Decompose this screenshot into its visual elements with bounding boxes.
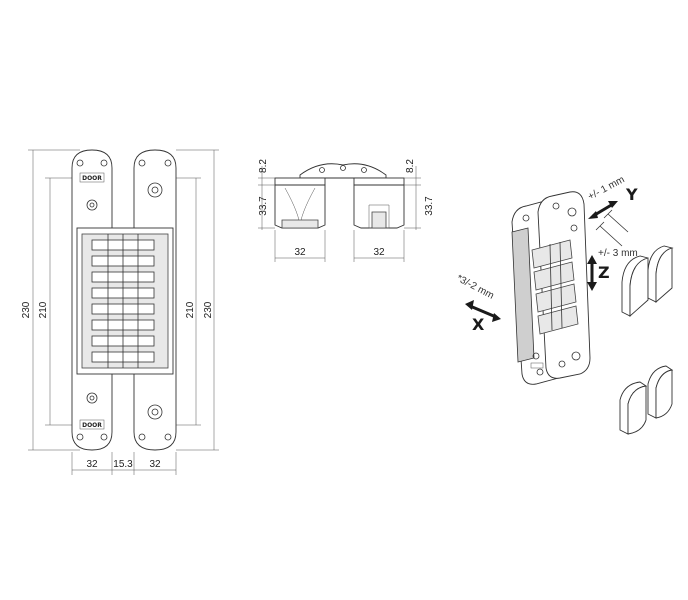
dim-flange-right: 8.2 bbox=[405, 159, 416, 173]
dim-depth-right: 33.7 bbox=[424, 196, 435, 216]
dim-width-right: 32 bbox=[149, 459, 161, 470]
x-tolerance: *3/-2 mm bbox=[455, 273, 496, 302]
front-view: 230 210 210 230 DOOR DOOR bbox=[21, 149, 219, 475]
y-arrow bbox=[588, 201, 618, 219]
dim-flange-left: 8.2 bbox=[258, 159, 269, 173]
top-view: 8.2 33.7 8.2 33.7 32 32 bbox=[258, 159, 435, 262]
y-axis-label: Y bbox=[625, 185, 638, 204]
dim-depth-left: 33.7 bbox=[258, 196, 269, 216]
y-tolerance: +/- 1 mm bbox=[586, 174, 626, 202]
x-axis-label: X bbox=[472, 315, 485, 334]
z-axis-label: Z bbox=[598, 263, 610, 282]
dim-top-width-right: 32 bbox=[373, 247, 385, 258]
isometric-hinge bbox=[511, 191, 591, 385]
dim-height-outer-left: 230 bbox=[21, 301, 32, 318]
brand-label-top: DOOR bbox=[82, 175, 102, 182]
dim-width-left: 32 bbox=[86, 459, 98, 470]
dim-gap: 15.3 bbox=[113, 459, 133, 470]
brand-label-bottom: DOOR bbox=[82, 422, 102, 429]
cover-caps bbox=[619, 245, 674, 435]
dim-height-outer-right: 230 bbox=[203, 301, 214, 318]
dim-height-inner-left: 210 bbox=[38, 301, 49, 318]
dim-height-inner-right: 210 bbox=[185, 301, 196, 318]
screws bbox=[595, 209, 629, 247]
dim-top-width-left: 32 bbox=[294, 247, 306, 258]
z-tolerance: +/- 3 mm bbox=[598, 248, 638, 259]
x-arrow bbox=[465, 300, 501, 322]
z-arrow bbox=[587, 255, 597, 291]
